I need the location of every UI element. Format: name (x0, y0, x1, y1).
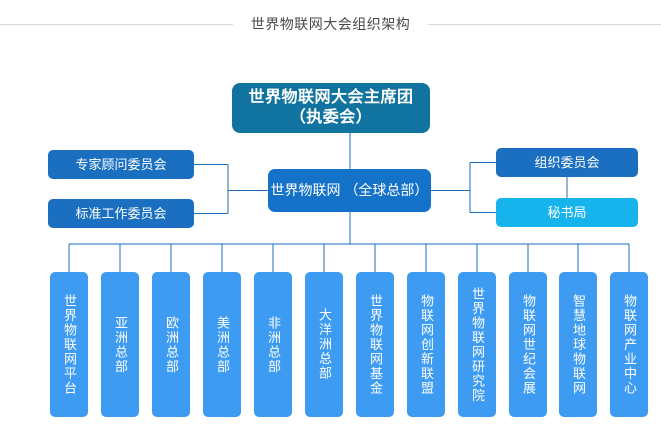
node-hq-line2: （全球总部） (344, 181, 429, 198)
header-rule-left (0, 23, 233, 25)
node-standard-label: 标准工作委员会 (75, 205, 167, 221)
node-department-8[interactable]: 物联网创新联盟 (407, 272, 445, 417)
node-department-10[interactable]: 物联网世纪会展 (509, 272, 547, 417)
node-department-12[interactable]: 物联网产业中心 (610, 272, 648, 417)
node-chairman[interactable]: 世界物联网大会主席团 （执委会） (232, 83, 430, 133)
node-department-8-label: 物联网创新联盟 (418, 293, 434, 396)
node-department-11-label: 智慧地球物联网 (570, 293, 586, 396)
node-department-1[interactable]: 世界物联网平台 (50, 272, 88, 417)
node-department-6[interactable]: 大洋洲总部 (305, 272, 343, 417)
node-department-3-label: 欧洲总部 (163, 315, 179, 374)
node-department-1-label: 世界物联网平台 (61, 293, 77, 396)
node-department-6-label: 大洋洲总部 (316, 308, 332, 381)
node-organizing-label: 组织委员会 (534, 154, 600, 170)
node-global-headquarters[interactable]: 世界物联网 （全球总部） (268, 169, 431, 212)
node-department-5-label: 非洲总部 (265, 315, 281, 374)
node-hq-line1: 世界物联网 (270, 181, 341, 198)
node-advisory-label: 专家顾问委员会 (75, 156, 167, 172)
header-rule-right (428, 23, 661, 25)
node-organizing-committee[interactable]: 组织委员会 (496, 148, 638, 177)
node-department-2-label: 亚洲总部 (112, 315, 128, 374)
node-department-7[interactable]: 世界物联网基金 (356, 272, 394, 417)
page-header: 世界物联网大会组织架构 (0, 10, 661, 38)
node-secretariat[interactable]: 秘书局 (496, 198, 638, 227)
node-department-9-label: 世界物联网研究院 (469, 286, 485, 403)
node-department-4-label: 美洲总部 (214, 315, 230, 374)
node-department-12-label: 物联网产业中心 (621, 293, 637, 396)
node-department-3[interactable]: 欧洲总部 (152, 272, 190, 417)
node-department-7-label: 世界物联网基金 (367, 293, 383, 396)
page-title: 世界物联网大会组织架构 (250, 16, 411, 32)
node-chairman-line1: 世界物联网大会主席团 (248, 89, 414, 107)
node-department-5[interactable]: 非洲总部 (254, 272, 292, 417)
node-department-2[interactable]: 亚洲总部 (101, 272, 139, 417)
node-department-10-label: 物联网世纪会展 (520, 293, 536, 396)
node-secretariat-label: 秘书局 (547, 204, 587, 220)
node-expert-advisory-committee[interactable]: 专家顾问委员会 (48, 150, 194, 179)
node-department-11[interactable]: 智慧地球物联网 (559, 272, 597, 417)
node-department-9[interactable]: 世界物联网研究院 (458, 272, 496, 417)
node-department-4[interactable]: 美洲总部 (203, 272, 241, 417)
node-standards-working-committee[interactable]: 标准工作委员会 (48, 199, 194, 228)
node-chairman-line2: （执委会） (289, 109, 373, 126)
